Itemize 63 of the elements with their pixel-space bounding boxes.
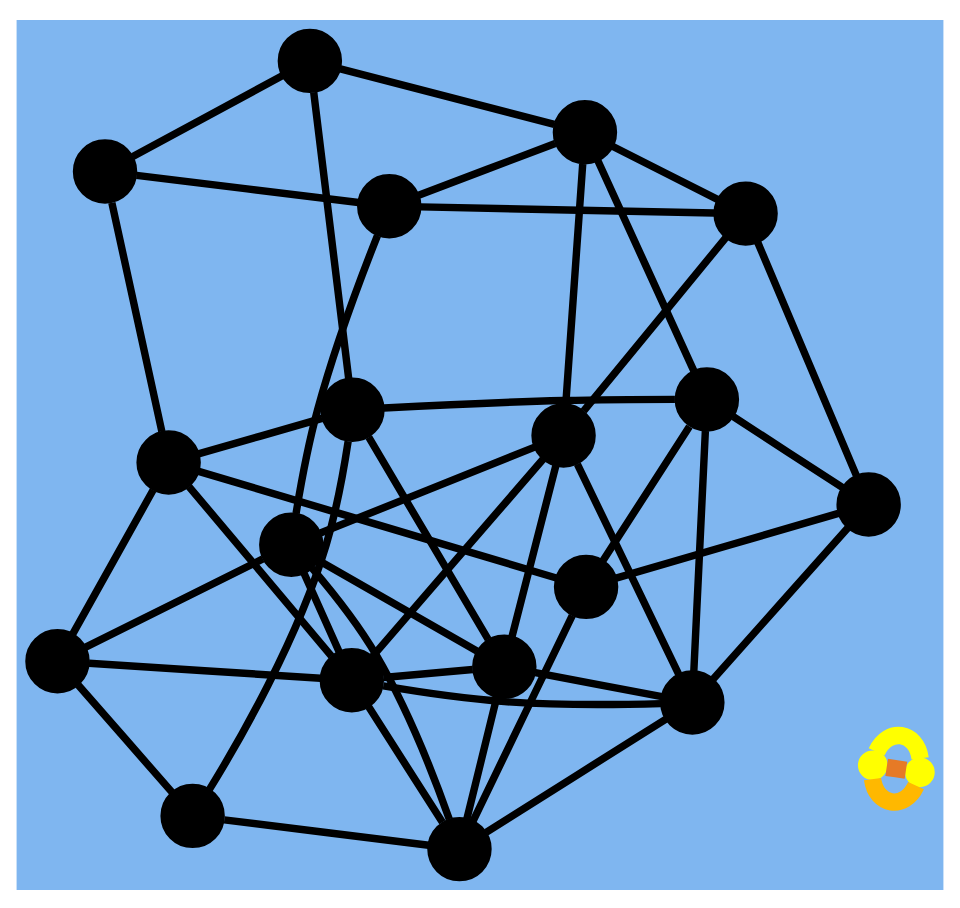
connector — [136, 170, 359, 206]
node-circle — [472, 633, 537, 698]
connector — [594, 158, 698, 372]
connector — [309, 564, 453, 820]
node-circle — [277, 27, 343, 93]
connector — [383, 664, 474, 681]
node-circle — [836, 471, 901, 536]
node-circle — [160, 782, 225, 848]
connector — [469, 612, 576, 822]
connector — [534, 667, 663, 700]
node-circle — [320, 376, 385, 441]
node-circle — [857, 749, 888, 780]
connector — [615, 508, 840, 581]
connector — [88, 658, 321, 681]
connector — [417, 139, 557, 198]
connector — [731, 412, 845, 490]
connector — [197, 466, 558, 581]
connector — [206, 439, 352, 791]
node-circle — [136, 429, 201, 494]
connector — [383, 394, 675, 411]
connector — [864, 776, 924, 810]
connector — [369, 455, 546, 659]
connector — [197, 413, 324, 457]
connector — [186, 483, 335, 658]
node-circle — [72, 138, 138, 203]
connector — [574, 461, 682, 675]
node-circle — [427, 815, 492, 881]
connector — [108, 200, 166, 432]
connector — [710, 524, 851, 681]
connector — [508, 463, 560, 637]
connector — [599, 423, 693, 562]
node-circle — [552, 99, 618, 164]
node-circle — [674, 366, 740, 431]
connector — [484, 714, 668, 835]
connector — [611, 142, 720, 202]
connector — [754, 240, 860, 477]
node-circle — [660, 669, 725, 734]
connector — [75, 681, 175, 794]
node-circle — [319, 647, 385, 712]
connector — [339, 64, 556, 127]
connector — [869, 725, 929, 760]
connector — [365, 434, 492, 641]
connector — [580, 234, 729, 413]
node-circle — [553, 553, 619, 619]
connector — [83, 554, 265, 650]
connector — [131, 71, 284, 159]
connector — [292, 233, 381, 514]
connector — [365, 703, 446, 824]
node-circle — [357, 173, 422, 238]
node-circle — [25, 628, 90, 693]
connector — [69, 487, 157, 635]
connector — [310, 90, 353, 379]
connector — [300, 571, 343, 653]
node-circle — [531, 402, 596, 467]
connector — [885, 757, 908, 778]
node-circle — [905, 756, 935, 787]
connector — [420, 202, 715, 216]
node-circle — [713, 180, 778, 245]
connector — [223, 815, 430, 848]
connector — [319, 442, 537, 536]
connector — [382, 681, 662, 708]
connector — [690, 429, 710, 671]
node-circle — [259, 511, 324, 576]
